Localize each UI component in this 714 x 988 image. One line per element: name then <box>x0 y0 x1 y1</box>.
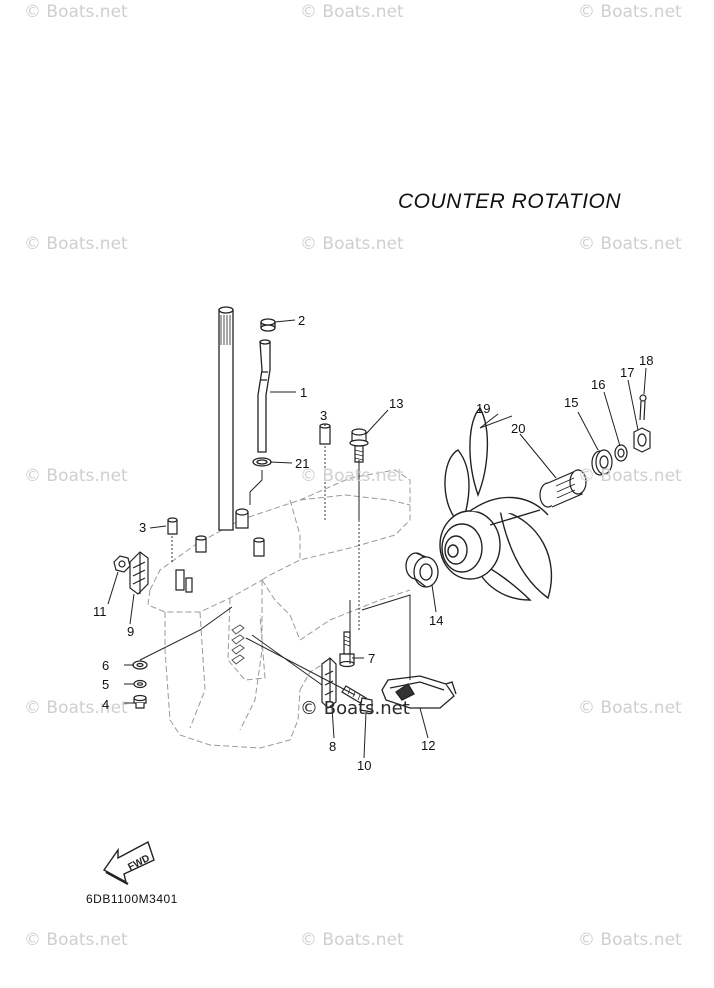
spacer-20 <box>539 469 587 508</box>
callout-9: 9 <box>127 624 135 639</box>
washer-15 <box>591 449 613 476</box>
watermark: © Boats.net <box>578 2 682 22</box>
callout-6: 6 <box>102 658 110 673</box>
tube-guide-line <box>249 470 263 505</box>
watermark: © Boats.net <box>300 2 404 22</box>
anode-9 <box>129 551 149 595</box>
callout-10: 10 <box>357 758 372 773</box>
bolt-7 <box>339 631 355 668</box>
bolt-13 <box>349 428 369 463</box>
watermark: © Boats.net <box>24 698 128 718</box>
castle-nut-17 <box>633 427 651 453</box>
washer-5 <box>133 679 147 689</box>
watermark: © Boats.net <box>578 234 682 254</box>
callout-3-top: 3 <box>320 408 328 423</box>
callout-20: 20 <box>511 421 526 436</box>
casing-top-fittings <box>175 508 265 593</box>
callout-11: 11 <box>93 604 107 619</box>
seal-ring-21 <box>252 457 272 467</box>
callout-12: 12 <box>421 738 436 753</box>
trim-tab-12 <box>381 675 457 709</box>
callout-5: 5 <box>102 677 110 692</box>
watermark: © Boats.net <box>300 930 404 950</box>
watermark: © Boats.net <box>300 466 404 486</box>
grommet <box>260 318 276 332</box>
callout-18: 18 <box>639 353 654 368</box>
washer-6 <box>132 660 148 670</box>
propeller-19 <box>439 406 553 601</box>
dowel-pin-3-top <box>319 423 331 445</box>
callout-3-left: 3 <box>139 520 147 535</box>
watermark: © Boats.net <box>578 930 682 950</box>
watermark: © Boats.net <box>24 466 128 486</box>
callout-4: 4 <box>102 697 110 712</box>
diagram-title: COUNTER ROTATION <box>398 190 622 213</box>
callout-8: 8 <box>329 739 337 754</box>
watermark: © Boats.net <box>24 930 128 950</box>
callout-17: 17 <box>620 365 635 380</box>
leader-lines <box>139 460 411 696</box>
anode-8 <box>321 657 337 709</box>
callout-13: 13 <box>389 396 404 411</box>
fwd-arrow-icon <box>102 840 155 885</box>
dowel-pin-3-left <box>167 517 178 535</box>
screw-4 <box>133 694 147 709</box>
drawing-code: 6DB1100M3401 <box>86 892 178 906</box>
casing-anode-area <box>231 624 245 665</box>
assembly-lines <box>171 446 360 630</box>
nut-11 <box>113 555 131 573</box>
watermark: © Boats.net <box>578 466 682 486</box>
thrust-bushing-14 <box>405 552 439 588</box>
drive-shaft <box>218 306 234 531</box>
callout-1: 1 <box>300 385 308 400</box>
callout-21: 21 <box>295 456 310 471</box>
callout-15: 15 <box>564 395 579 410</box>
watermark: © Boats.net <box>24 234 128 254</box>
water-tube <box>257 339 271 453</box>
watermark: © Boats.net <box>300 234 404 254</box>
washer-16 <box>614 444 628 462</box>
callout-leaders <box>107 319 647 759</box>
callout-16: 16 <box>591 377 606 392</box>
callout-2: 2 <box>298 313 306 328</box>
cotter-pin-18 <box>639 394 647 421</box>
callout-7: 7 <box>368 651 376 666</box>
watermark: © Boats.net <box>24 2 128 22</box>
callout-19: 19 <box>476 401 491 416</box>
watermark: © Boats.net <box>578 698 682 718</box>
callout-14: 14 <box>429 613 444 628</box>
center-watermark: © Boats.net <box>300 698 410 719</box>
